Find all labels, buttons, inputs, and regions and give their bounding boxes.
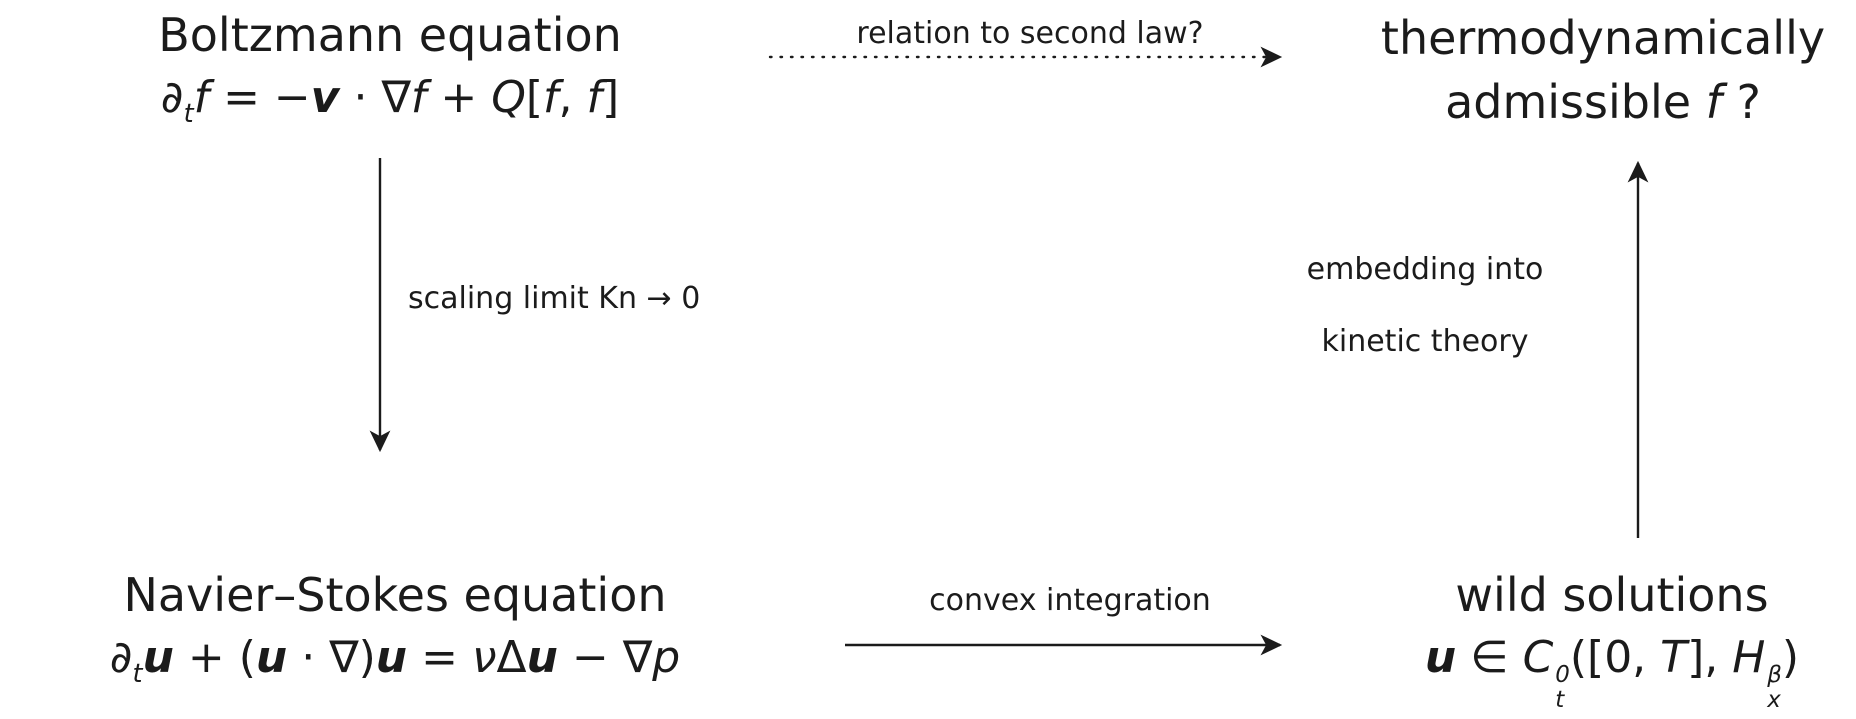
sym-equals-minus: = − [209,71,311,123]
wild-solutions-title: wild solutions [1455,568,1769,622]
boltzmann-formula: ∂tf = −v · ∇f + Q[f, f] [55,70,725,131]
sym-comma: , [558,71,587,123]
edge-label-embedding: embedding into kinetic theory [1275,252,1575,360]
sym-partial-sub-t: t [132,658,143,689]
edge-label-embedding-line1: embedding into [1306,252,1544,287]
edge-label-convex-integration: convex integration [929,583,1211,618]
sym-u: u [526,631,558,683]
sym-element-of: ∈ [1456,631,1523,683]
sym-interval-open: ([0, [1569,631,1661,683]
sym-nu: ν [471,631,497,683]
sym-minus-nabla: − ∇ [557,631,653,683]
sym-partial: ∂ [109,631,133,683]
sym-plus-lparen: + ( [173,631,256,683]
sym-pressure-p: p [652,631,681,683]
sym-u: u [375,631,408,683]
sym-C-space: C [1522,631,1554,683]
edge-label-embedding-line2: kinetic theory [1321,324,1529,359]
sym-f: f [586,71,603,123]
sym-H-sup-beta: β [1767,662,1782,689]
sym-interval-close: ], [1687,631,1733,683]
node-navier-stokes: Navier–Stokes equation ∂tu + (u · ∇)u = … [0,566,790,690]
thermo-line1: thermodynamically [1380,11,1826,65]
sym-partial-sub-t: t [183,98,194,129]
sym-plus: + [426,71,492,123]
sym-u: u [255,631,288,683]
thermo-admissible-text: admissible [1445,75,1706,130]
sym-C-sub-t: t [1555,687,1565,714]
sym-dot-nabla-rparen: · ∇) [287,631,376,683]
sym-f: f [543,71,559,123]
sym-partial: ∂ [160,71,184,123]
sym-collision-Q: Q [491,71,526,123]
thermo-question-mark: ? [1721,75,1761,130]
sym-H-sub-x: x [1767,687,1781,714]
sym-rparen: ) [1781,631,1800,683]
sym-dot-nabla: · ∇ [339,71,411,123]
sym-u: u [142,631,174,683]
sym-H-space: H [1732,631,1766,683]
edge-label-relation-second-law: relation to second law? [856,16,1204,51]
thermo-line2: admissible f ? [1350,70,1856,134]
boltzmann-title: Boltzmann equation [158,8,622,62]
sym-u: u [1424,631,1457,683]
sym-equals: = [407,631,472,683]
sym-f: f [410,71,427,123]
node-thermo-admissible: thermodynamically admissible f ? [1350,6,1856,135]
sym-f: f [193,71,210,123]
edge-label-scaling-limit: scaling limit Kn → 0 [408,281,701,316]
node-boltzmann: Boltzmann equation ∂tf = −v · ∇f + Q[f, … [55,6,725,130]
navier-stokes-formula: ∂tu + (u · ∇)u = νΔu − ∇p [0,630,790,691]
sym-T: T [1660,631,1688,683]
navier-stokes-title: Navier–Stokes equation [123,568,667,622]
sym-rbracket: ] [602,71,620,123]
sym-C-sup-0: 0 [1555,662,1570,689]
sym-lbracket: [ [525,71,544,123]
sym-velocity-v: v [310,71,340,123]
sym-laplacian: Δ [496,631,527,683]
sym-f: f [1705,75,1722,130]
